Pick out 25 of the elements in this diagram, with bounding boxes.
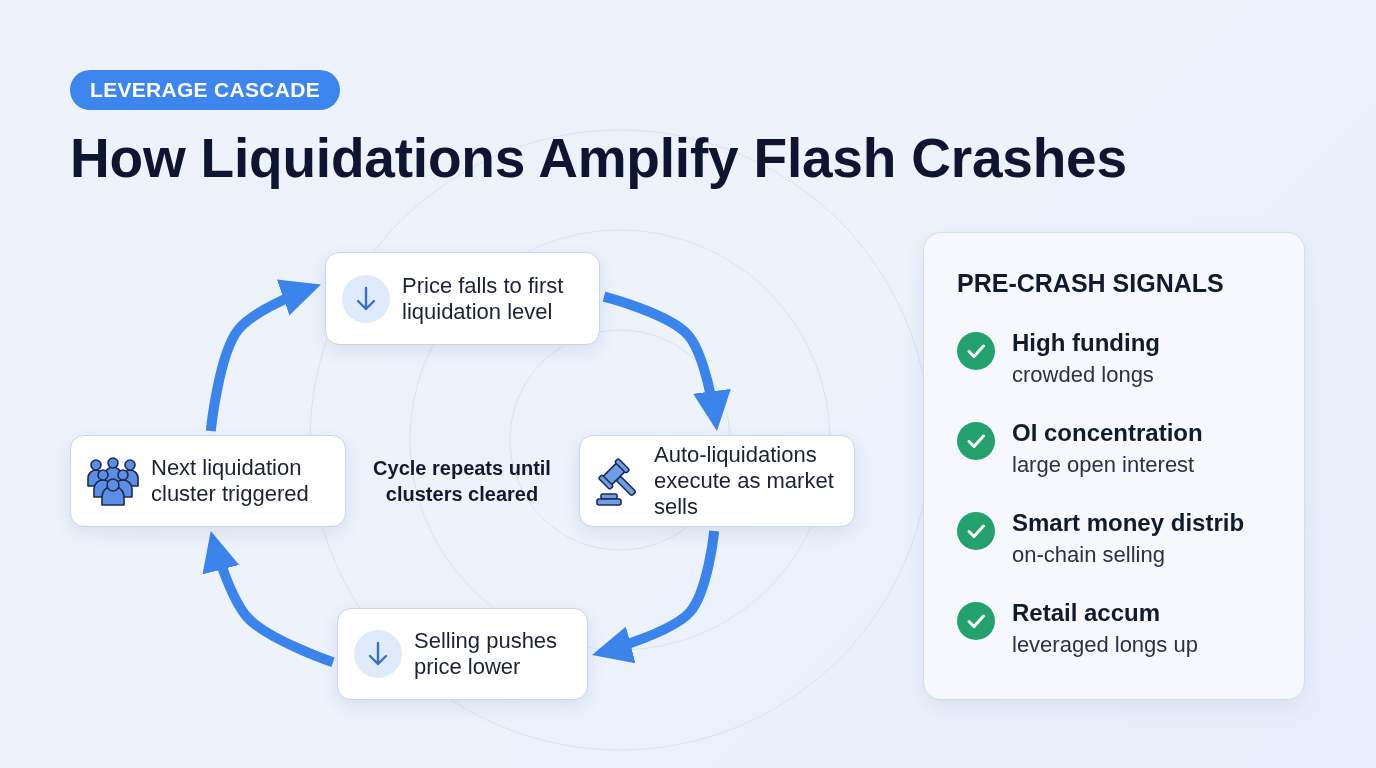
category-tag: LEVERAGE CASCADE <box>70 70 340 110</box>
cycle-note: Cycle repeats until clusters cleared <box>372 456 552 507</box>
signal-description: leveraged longs up <box>1012 631 1198 659</box>
step-text: Next liquidation cluster triggered <box>151 455 310 507</box>
signal-description: on-chain selling <box>1012 541 1165 569</box>
process-box <box>325 252 600 345</box>
curved-arrow <box>205 279 323 432</box>
step-text: Auto-liquidations execute as market sells <box>654 442 835 520</box>
signal-description: large open interest <box>1012 451 1195 479</box>
process-box <box>579 435 855 527</box>
signal-title: Smart money distrib <box>1012 508 1245 538</box>
curved-arrow <box>602 291 731 432</box>
curved-arrow <box>202 529 335 667</box>
signal-title: High funding <box>1012 328 1160 358</box>
panel-heading: PRE-CRASH SIGNALS <box>957 268 1224 298</box>
curved-arrow <box>590 530 720 664</box>
signal-description: crowded longs <box>1012 361 1154 389</box>
step-text: Price falls to first liquidation level <box>402 272 565 325</box>
page-title: How Liquidations Amplify Flash Crashes <box>70 126 1127 190</box>
signal-title: Retail accum <box>1012 598 1161 628</box>
process-box <box>337 608 588 700</box>
process-box <box>70 435 346 527</box>
step-text: Selling pushes price lower <box>414 628 559 680</box>
signal-title: OI concentration <box>1012 418 1203 448</box>
signals-panel <box>923 232 1305 700</box>
